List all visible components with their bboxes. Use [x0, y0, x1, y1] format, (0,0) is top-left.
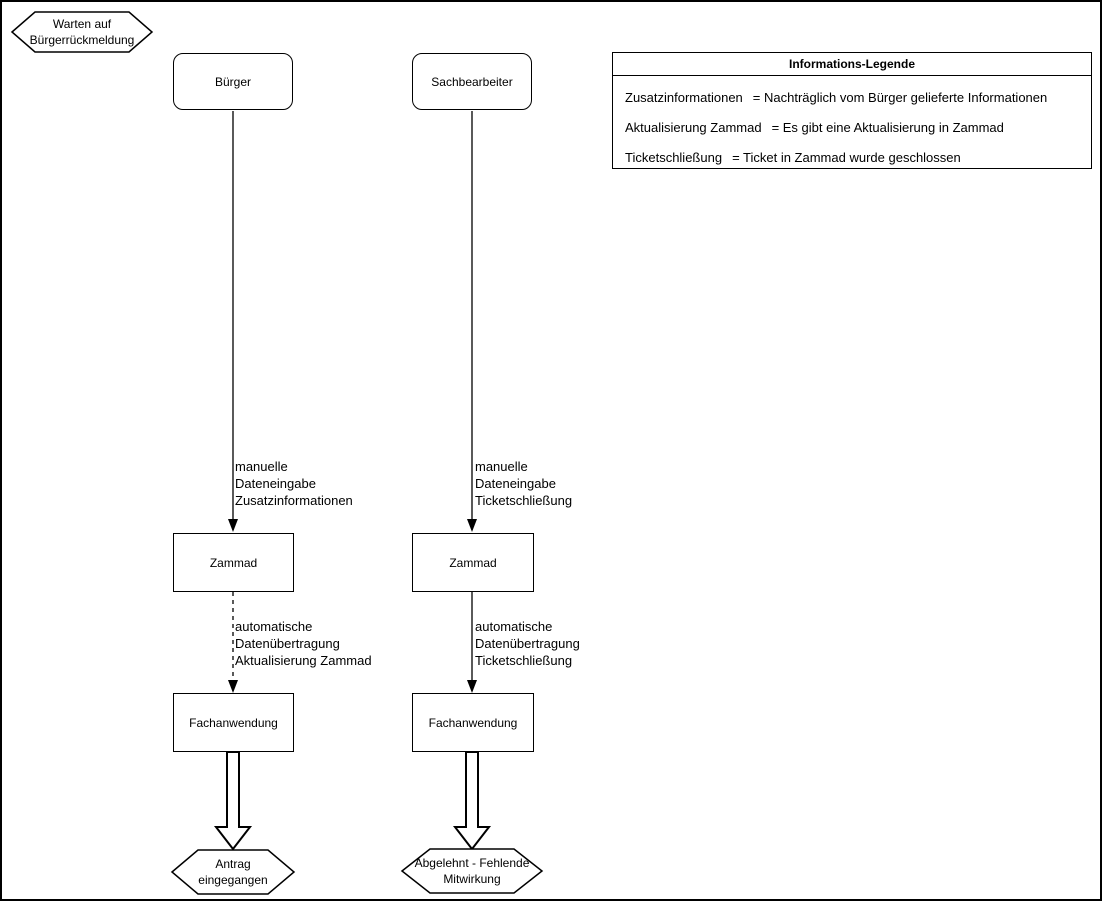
legend-row-zusatzinformationen: Zusatzinformationen = Nachträglich vom Bü… [625, 90, 1047, 105]
system-box-zammad-left: Zammad [173, 533, 294, 592]
status-hexagon-label: Warten auf Bürgerrückmeldung [12, 12, 152, 52]
arrow-label-line: Ticketschließung [475, 653, 573, 668]
arrow-label-line: Dateneingabe [475, 476, 556, 491]
legend-title: Informations-Legende [613, 53, 1091, 76]
arrow-label-line: Datenübertragung [475, 636, 580, 651]
legend-term: Ticketschließung [625, 150, 723, 165]
arrow-sachbearbeiter-zammad-head [467, 519, 477, 532]
system-box-zammad-right: Zammad [412, 533, 534, 592]
arrow-label-line: manuelle [475, 459, 528, 474]
arrow-label-line: Datenübertragung [235, 636, 340, 651]
arrow-label-zammad-fachanwendung-left: automatische Datenübertragung Aktualisie… [235, 618, 372, 669]
status-hexagon-line1: Warten auf [52, 17, 112, 31]
result-hexagon-right-shape [400, 848, 544, 894]
result-hexagon-left-shape [170, 849, 296, 895]
arrow-label-sachbearbeiter-zammad: manuelle Dateneingabe Ticketschließung [475, 458, 572, 509]
arrow-label-line: Zusatzinformationen [235, 493, 353, 508]
status-hexagon-shape [10, 11, 154, 53]
system-box-zammad-left-label: Zammad [209, 555, 258, 570]
actor-box-sachbearbeiter-label: Sachbearbeiter [431, 74, 513, 89]
legend-term: Zusatzinformationen [625, 90, 743, 105]
arrow-label-buerger-zammad: manuelle Dateneingabe Zusatzinformatione… [235, 458, 353, 509]
arrow-label-line: Ticketschließung [475, 493, 573, 508]
result-hexagon-right-line2: Mitwirkung [443, 872, 501, 886]
result-hexagon-left-label: Antrag eingegangen [172, 851, 294, 893]
system-box-zammad-right-label: Zammad [449, 555, 497, 570]
arrow-label-zammad-fachanwendung-right: automatische Datenübertragung Ticketschl… [475, 618, 580, 669]
legend-definition: = Nachträglich vom Bürger gelieferte Inf… [752, 90, 1048, 105]
actor-box-buerger-label: Bürger [214, 74, 252, 89]
arrow-label-line: automatische [475, 619, 553, 634]
legend-row-ticketschliessung: Ticketschließung = Ticket in Zammad wurde… [625, 150, 961, 165]
arrow-label-line: manuelle [235, 459, 288, 474]
legend-term: Aktualisierung Zammad [625, 120, 762, 135]
arrow-zammad-fachanwendung-right-head [467, 680, 477, 693]
arrow-label-line: Aktualisierung Zammad [235, 653, 372, 668]
legend-definition: = Es gibt eine Aktualisierung in Zammad [771, 120, 1004, 135]
system-box-fachanwendung-left-label: Fachanwendung [189, 715, 278, 730]
legend-row-aktualisierung-zammad: Aktualisierung Zammad = Es gibt eine Aktu… [625, 120, 1004, 135]
legend-box: Informations-Legende Zusatzinformationen… [612, 52, 1092, 169]
system-box-fachanwendung-left: Fachanwendung [173, 693, 294, 752]
result-hexagon-left-line2: eingegangen [198, 873, 268, 887]
arrow-label-line: Dateneingabe [235, 476, 316, 491]
actor-box-buerger: Bürger [173, 53, 293, 110]
result-hexagon-right-label: Abgelehnt - Fehlende Mitwirkung [402, 850, 542, 892]
status-hexagon-line2: Bürgerrückmeldung [29, 33, 135, 47]
legend-definition: = Ticket in Zammad wurde geschlossen [732, 150, 961, 165]
actor-box-sachbearbeiter: Sachbearbeiter [412, 53, 532, 110]
system-box-fachanwendung-right: Fachanwendung [412, 693, 534, 752]
result-hexagon-right-line1: Abgelehnt - Fehlende [414, 856, 530, 870]
block-arrow-right [452, 751, 492, 851]
arrow-label-line: automatische [235, 619, 313, 634]
arrow-buerger-zammad-head [228, 519, 238, 532]
system-box-fachanwendung-right-label: Fachanwendung [428, 715, 518, 730]
arrow-zammad-fachanwendung-left-head [228, 680, 238, 693]
block-arrow-left [213, 751, 253, 851]
result-hexagon-left-line1: Antrag [215, 857, 251, 871]
